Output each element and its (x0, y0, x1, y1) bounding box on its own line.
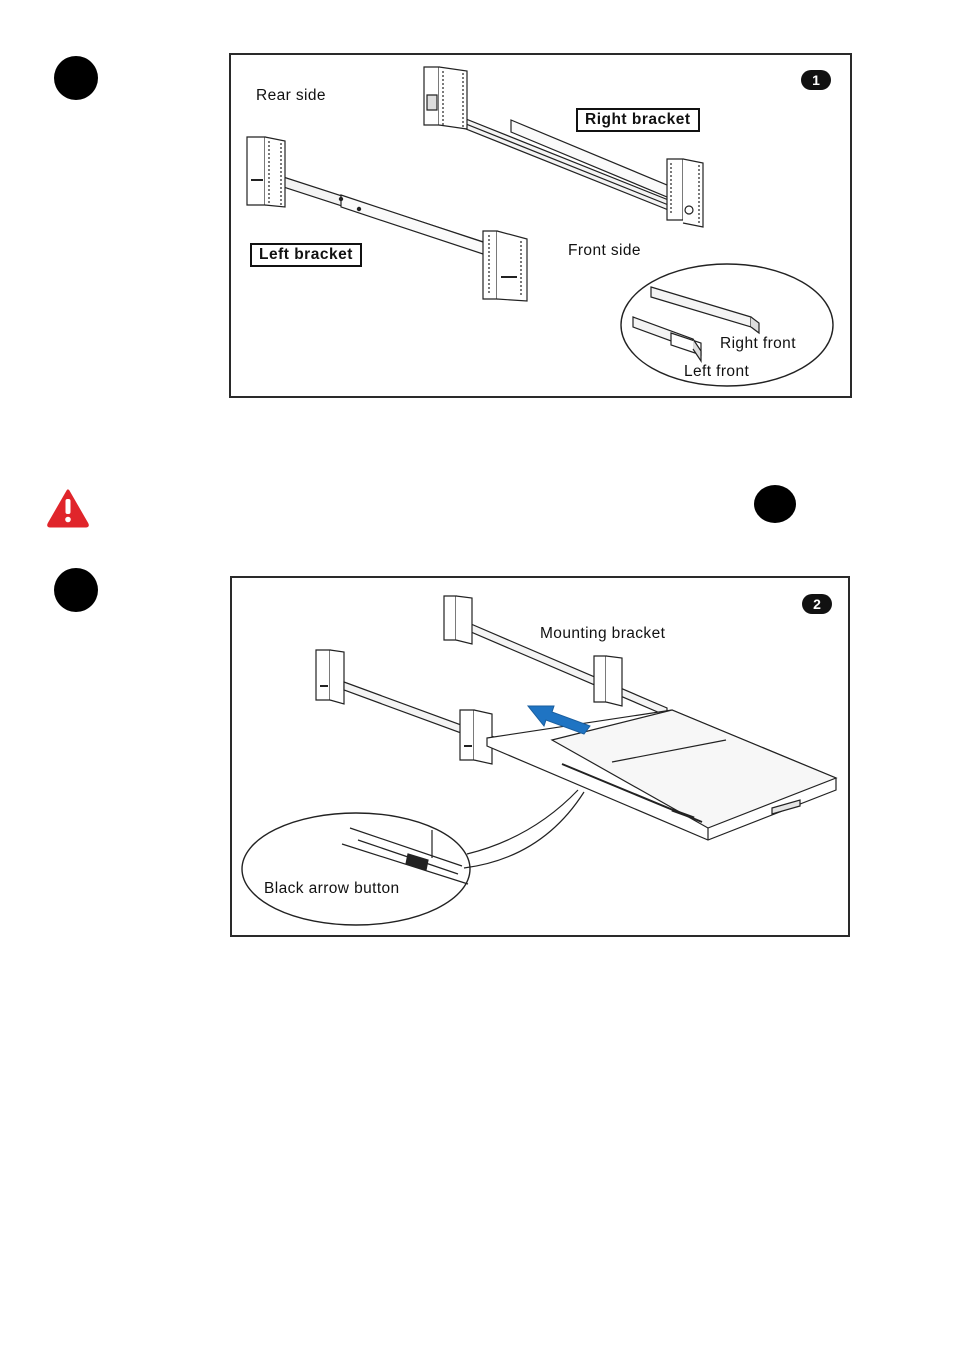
right-bracket-label: Right bracket (576, 108, 700, 132)
step-marker-1 (54, 56, 98, 100)
note-marker (754, 485, 796, 523)
figure-2-panel: 2 Mounting bracket Black arrow button (230, 576, 850, 937)
figure-1-badge: 1 (801, 70, 831, 90)
rear-side-label: Rear side (256, 87, 326, 105)
figure-1-panel: 1 Rear side Right bracket Left bracket F… (229, 53, 852, 398)
black-arrow-button-label: Black arrow button (264, 880, 400, 898)
mounting-bracket-label: Mounting bracket (540, 625, 665, 643)
front-side-label: Front side (568, 242, 641, 260)
figure-2-badge: 2 (802, 594, 832, 614)
left-bracket-label: Left bracket (250, 243, 362, 267)
left-front-label: Left front (684, 363, 749, 381)
right-front-label: Right front (720, 335, 796, 353)
step-marker-2 (54, 568, 98, 612)
warning-triangle-icon (46, 488, 90, 528)
